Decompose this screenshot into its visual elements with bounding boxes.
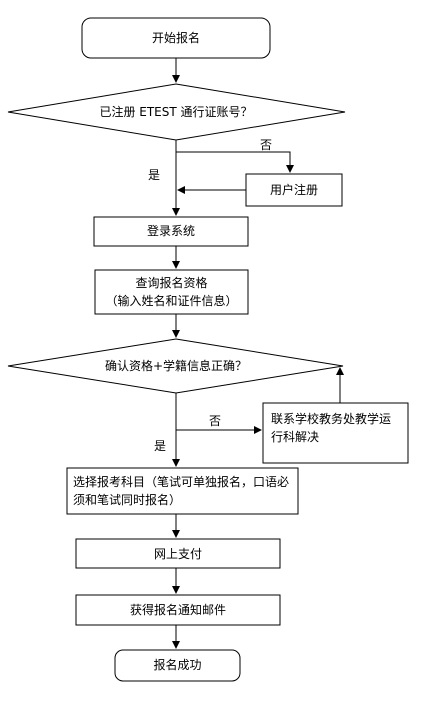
no-label-confirm: 否: [208, 414, 221, 428]
yes-label-registered: 是: [147, 168, 160, 182]
select-subject-node: 选择报考科目（笔试可单独报名，口语必须和笔试同时报名）: [73, 475, 290, 507]
query-shape: [94, 269, 249, 315]
query-node-line1: 查询报名资格: [135, 276, 208, 290]
email-node: 获得报名通知邮件: [129, 603, 226, 617]
login-shape: [93, 216, 249, 247]
query-node-line2: （输入姓名和证件信息）: [105, 294, 238, 308]
email-shape: [75, 594, 281, 626]
user-register-shape: [245, 173, 343, 207]
success-shape: [114, 649, 241, 682]
start-node: 开始报名: [151, 31, 200, 45]
user-register-node: 用户注册: [269, 183, 318, 197]
login-node: 登录系统: [146, 224, 195, 238]
success-node: 报名成功: [153, 658, 202, 672]
pay-shape: [75, 538, 281, 569]
no-label-registered: 否: [259, 138, 272, 152]
decision-registered: 已注册 ETEST 通行证账号？: [99, 105, 253, 119]
connector-no-to-register: [176, 151, 294, 173]
select-subject-shape: [66, 467, 299, 515]
yes-label-confirm: 是: [153, 439, 166, 453]
decision-confirm: 确认资格+学籍信息正确？: [104, 359, 248, 373]
contact-school-shape: [262, 402, 409, 464]
pay-node: 网上支付: [153, 547, 202, 561]
contact-school-node: 联系学校教务处教学运行科解决: [271, 412, 392, 444]
